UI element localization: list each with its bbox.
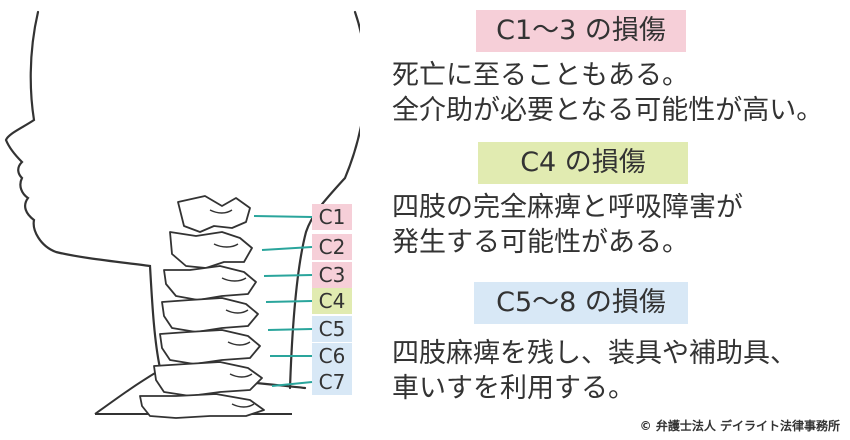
level-label-c4: C4 — [318, 289, 346, 313]
level-label-c3: C3 — [318, 263, 346, 287]
desc-c4-line-2: 発生する可能性がある。 — [392, 227, 689, 258]
level-bg-c4 — [312, 288, 352, 314]
desc-c1-3: 死亡に至ることもある。 全介助が必要となる可能性が高い。 — [392, 58, 823, 128]
vertebra-details — [209, 209, 255, 408]
heading-c1-3: C1～3 の損傷 — [476, 10, 686, 52]
shoulder-line — [94, 369, 161, 415]
level-bg-c1 — [312, 204, 352, 230]
vertebra-c6 — [153, 361, 263, 397]
vertebra-c4 — [161, 297, 259, 333]
level-bg-c6 — [312, 343, 352, 369]
pointer-line-c2 — [261, 246, 313, 251]
pointer-line-c1 — [253, 215, 313, 218]
level-label-c1: C1 — [318, 205, 346, 229]
pointer-line-c3 — [263, 274, 313, 277]
heading-c4: C4 の損傷 — [478, 142, 688, 184]
desc-c5-8-line-1: 四肢麻痺を残し、装具や補助具、 — [392, 338, 797, 369]
level-bg-c3 — [312, 262, 352, 288]
back-of-neck-outline — [288, 10, 360, 390]
pointer-line-c5 — [267, 328, 313, 331]
desc-c4-line-1: 四肢の完全麻痺と呼吸障害が — [392, 192, 743, 223]
heading-c5-8: C5～8 の損傷 — [474, 282, 688, 324]
level-label-c6: C6 — [318, 344, 346, 368]
copyright-notice: © 弁護士法人 デイライト法律事務所 — [639, 419, 840, 433]
level-label-c5: C5 — [318, 317, 346, 341]
vertebra-c3 — [163, 265, 257, 301]
level-label-c2: C2 — [318, 235, 346, 259]
desc-c5-8-line-2: 車いすを利用する。 — [392, 373, 635, 404]
desc-c1-3-line-2: 全介助が必要となる可能性が高い。 — [392, 95, 824, 126]
vertebra-c2 — [169, 231, 253, 269]
level-bg-c5 — [312, 316, 352, 342]
vertebra-c1 — [177, 195, 251, 233]
level-label-c7: C7 — [318, 370, 346, 394]
pointer-line-c4 — [265, 300, 313, 303]
vertebra-c7 — [139, 393, 265, 419]
vertebrae — [139, 195, 265, 419]
desc-c1-3-line-1: 死亡に至ることもある。 — [392, 60, 689, 91]
level-bg-c2 — [312, 234, 352, 260]
pointer-line-c7 — [271, 381, 313, 387]
neck-spine-illustration — [4, 10, 360, 419]
desc-c5-8: 四肢麻痺を残し、装具や補助具、 車いすを利用する。 — [392, 336, 797, 406]
desc-c4: 四肢の完全麻痺と呼吸障害が 発生する可能性がある。 — [392, 190, 743, 260]
vertebra-c5 — [159, 329, 261, 365]
head-neck-outline — [4, 10, 307, 390]
level-bg-c7 — [312, 369, 352, 395]
